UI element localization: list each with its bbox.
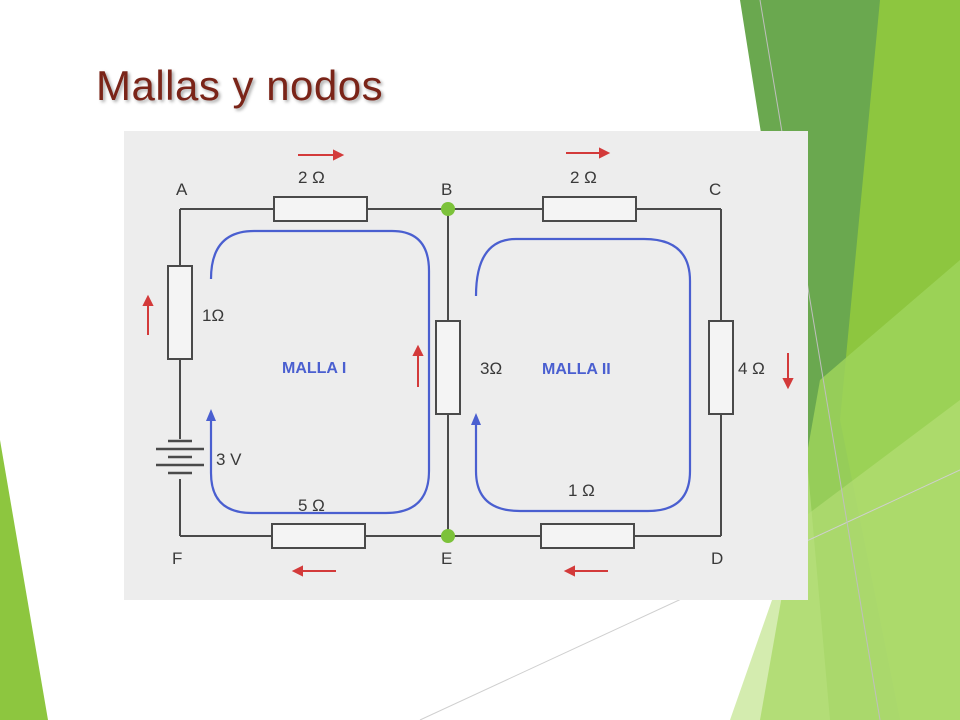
loop-label-1: MALLA I	[282, 360, 346, 377]
current-arrow-bc	[566, 147, 611, 159]
circuit-wires	[179, 208, 722, 537]
loop-path-1	[209, 229, 431, 515]
current-arrow-ed	[563, 565, 608, 577]
current-arrow-cd	[782, 353, 794, 390]
loop-1-arrowhead	[206, 409, 216, 421]
left-green-stripe	[0, 440, 48, 720]
node-label-a: A	[176, 180, 188, 199]
resistor-label-af: 1Ω	[202, 306, 224, 325]
resistor-ed	[540, 523, 635, 549]
node-label-e: E	[441, 549, 452, 568]
resistor-label-cd: 4 Ω	[738, 359, 765, 378]
node-dot-e	[441, 529, 455, 543]
battery-symbol	[156, 439, 204, 475]
loop-label-2: MALLA II	[542, 361, 611, 378]
resistor-fe	[271, 523, 366, 549]
resistor-label-bc: 2 Ω	[570, 168, 597, 187]
resistor-ab	[273, 196, 368, 222]
slide-title: Mallas y nodos	[96, 62, 384, 109]
current-arrow-ab	[298, 149, 345, 161]
circuit-diagram: A B C D E F 2 Ω 2 Ω 1Ω 3Ω 4 Ω 5 Ω 1 Ω 3 …	[124, 131, 808, 600]
node-dot-b	[441, 202, 455, 216]
resistor-cd	[708, 320, 734, 415]
node-label-b: B	[441, 180, 452, 199]
resistor-label-ab: 2 Ω	[298, 168, 325, 187]
loop-path-2	[474, 237, 692, 513]
current-arrow-be	[412, 344, 424, 387]
resistor-label-fe: 5 Ω	[298, 496, 325, 515]
current-arrow-fe	[291, 565, 336, 577]
thin-line-2	[759, 0, 881, 720]
diagram-background	[124, 131, 808, 600]
resistor-bc	[542, 196, 637, 222]
current-arrow-af	[142, 294, 154, 335]
node-label-c: C	[709, 180, 721, 199]
battery-label: 3 V	[216, 450, 242, 469]
resistor-label-ed: 1 Ω	[568, 481, 595, 500]
node-label-d: D	[711, 549, 723, 568]
loop-2-arrowhead	[471, 413, 481, 425]
resistor-af	[167, 265, 193, 360]
right-green-shape-pale	[730, 400, 960, 720]
resistor-label-be: 3Ω	[480, 359, 502, 378]
node-label-f: F	[172, 549, 182, 568]
resistor-be	[435, 320, 461, 415]
